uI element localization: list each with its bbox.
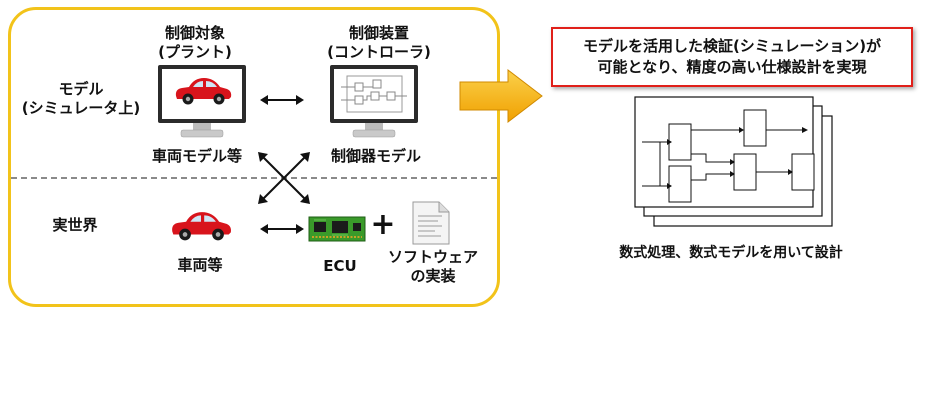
double-arrow-icon xyxy=(260,95,304,105)
plus-sign: + xyxy=(370,207,396,242)
ecu-label: ECU xyxy=(323,257,357,275)
controller-heading: 制御装置 (コントローラ) xyxy=(327,24,431,61)
model-real-divider xyxy=(11,177,497,179)
design-method-caption: 数式処理、数式モデルを用いて設計 xyxy=(619,245,843,261)
car-icon xyxy=(175,78,232,105)
double-arrow-icon xyxy=(260,224,304,234)
vehicle-model-label: 車両モデル等 xyxy=(151,147,242,165)
big-right-arrow-icon xyxy=(459,68,543,124)
vehicle-label: 車両等 xyxy=(177,256,223,274)
plant-heading: 制御対象 (プラント) xyxy=(158,24,232,61)
real-row-label: 実世界 xyxy=(52,216,98,234)
document-icon xyxy=(412,201,450,245)
verification-highlight-box: モデルを活用した検証(シミュレーション)が 可能となり、精度の高い仕様設計を実現 xyxy=(551,27,913,87)
ecu-board-icon xyxy=(308,216,366,242)
model-real-comparison-panel xyxy=(8,7,500,307)
verification-highlight-text: モデルを活用した検証(シミュレーション)が 可能となり、精度の高い仕様設計を実現 xyxy=(582,37,882,76)
car-icon xyxy=(172,212,231,241)
software-label: ソフトウェア の実装 xyxy=(387,248,478,285)
block-diagram-icon xyxy=(634,96,833,227)
model-row-label: モデル (シミュレータ上) xyxy=(21,80,141,117)
cross-arrow-icon xyxy=(258,152,310,204)
block-diagram-icon xyxy=(330,65,418,138)
controller-model-label: 制御器モデル xyxy=(330,147,421,165)
